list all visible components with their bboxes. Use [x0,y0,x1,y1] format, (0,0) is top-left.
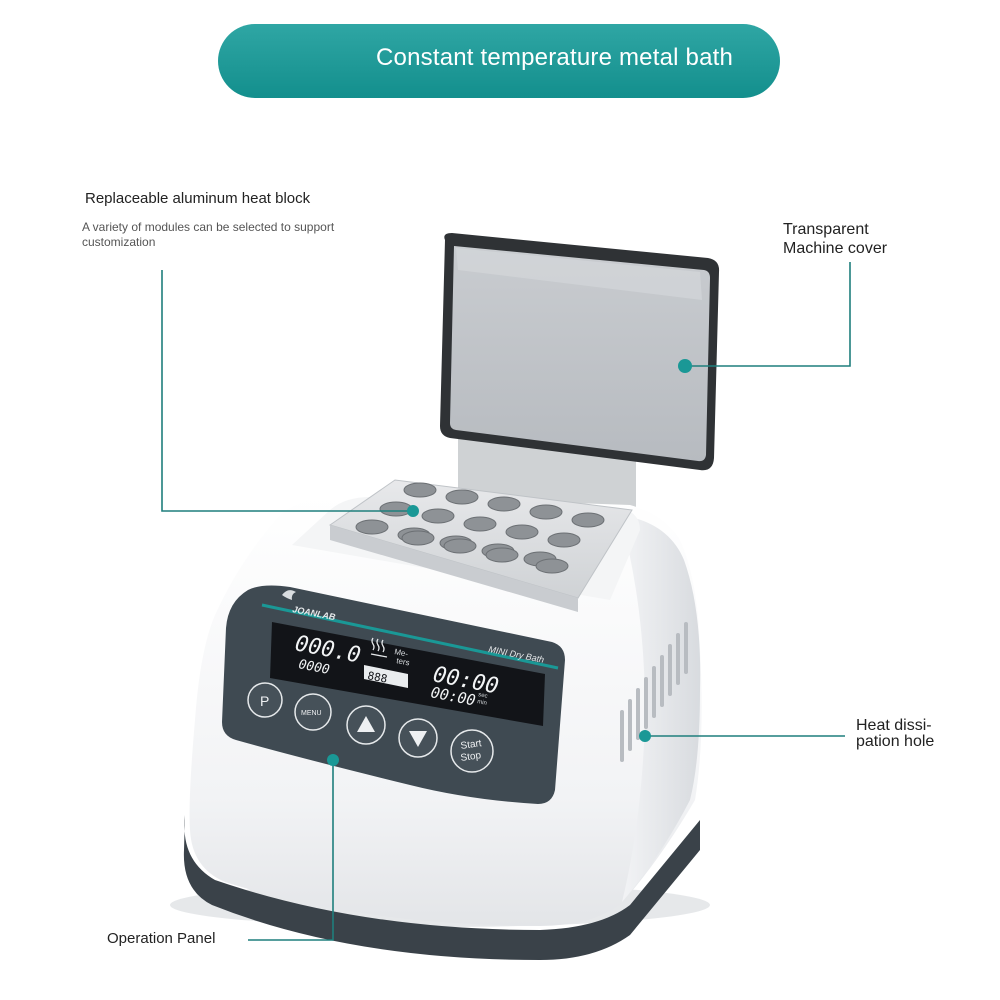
vent-slot [644,677,648,729]
well [401,530,435,546]
up-button[interactable] [346,705,386,745]
well [403,482,437,498]
p-button[interactable]: P [247,682,283,718]
start-stop-button[interactable]: Start Stop [450,729,494,773]
page-title: Constant temperature metal bath [376,44,734,71]
well [379,501,413,517]
heat-hole-callout: Heat dissi- pation hole [856,718,976,750]
menu-button[interactable]: MENU [294,693,332,731]
well [535,558,569,574]
title-banner [218,24,780,98]
meters-value-box: 888 [364,665,408,688]
vent-slot [668,644,672,696]
vent-slot [684,622,688,674]
heat-block-callout-title: Replaceable aluminum heat block [85,190,311,207]
well [547,532,581,548]
vent-slot [636,688,640,740]
well [485,547,519,563]
well [505,524,539,540]
cover-callout-line-1: Transparent [783,221,869,238]
well [445,489,479,505]
down-button[interactable] [398,718,438,758]
vent-slot [628,699,632,751]
well [529,504,563,520]
heat-block-callout-desc: A variety of modules can be selected to … [82,220,382,250]
vent-slot [652,666,656,718]
vent-slot [620,710,624,762]
unit-sec: sec [478,692,488,700]
temp-sub-readout: 0000 [297,657,331,678]
well [355,519,389,535]
menu-button-label: MENU [301,710,322,717]
heat-dissipation-holes [620,622,688,762]
cover-callout-line-2: Machine cover [783,240,888,257]
heat-block-desc-line-2: customization [82,235,156,249]
well [571,512,605,528]
heat-hole-callout-line-1: Heat dissi- [856,717,932,734]
heat-hole-callout-line-2: pation hole [856,733,935,750]
well [487,496,521,512]
vent-slot [676,633,680,685]
down-arrow-icon [409,731,427,747]
well [463,516,497,532]
heat-block-desc-line-1: A variety of modules can be selected to … [82,220,335,234]
up-arrow-icon [357,716,375,732]
well [421,508,455,524]
vent-slot [660,655,664,707]
stop-label: Stop [460,750,482,764]
transparent-cover[interactable] [440,233,720,471]
start-label: Start [460,738,483,752]
meters-label-2: ters [396,656,411,667]
panel-callout: Operation Panel [107,930,216,947]
cover-callout: Transparent Machine cover [783,220,943,258]
p-button-label: P [260,693,269,709]
callout-dots [327,359,692,766]
base-band [183,815,700,960]
aluminum-heat-block[interactable] [328,479,633,612]
heat-icon [370,637,388,658]
well [443,538,477,554]
unit-min: min [477,699,488,707]
logo-icon [282,590,296,600]
callout-lines [161,262,851,941]
meters-value: 888 [366,669,388,686]
meters-label-1: Me- [394,647,410,659]
